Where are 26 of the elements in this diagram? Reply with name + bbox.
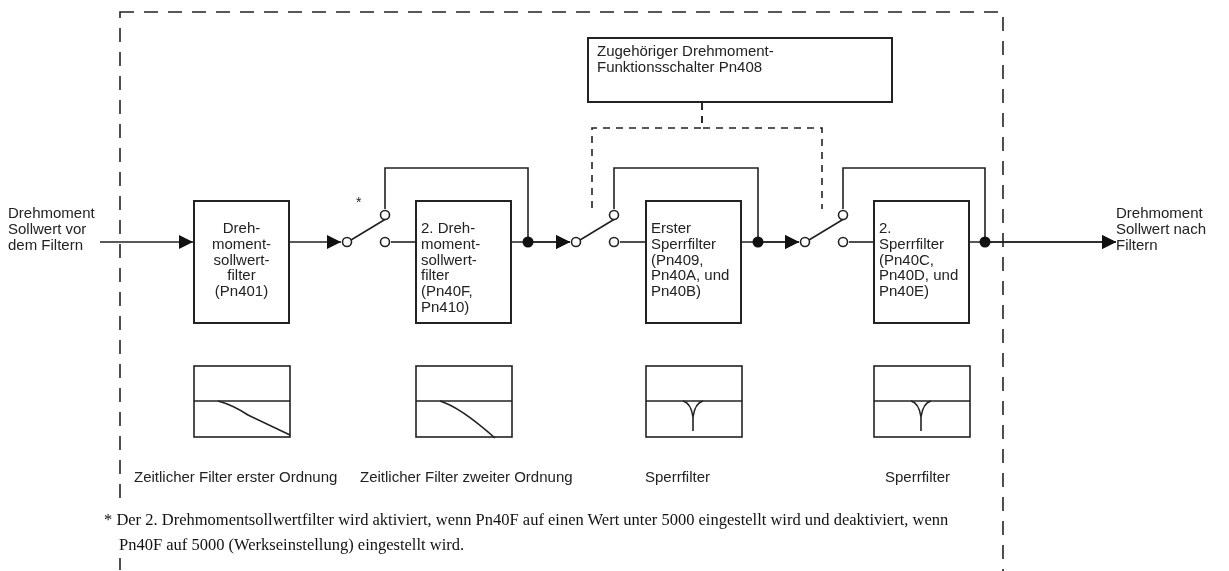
signal-arrow: [969, 235, 1117, 249]
signal-arrow: [99, 235, 194, 249]
box-text: Dreh- moment- sollwert- filter (Pn401): [210, 220, 273, 299]
signal-arrow: [741, 235, 800, 249]
footnote-mark: *: [356, 195, 362, 209]
box-text: 2. Dreh- moment- sollwert- filter (Pn40F, Pn410): [421, 220, 482, 315]
graph-caption: Zeitlicher Filter zweiter Ordnung: [360, 468, 573, 485]
box-text: 2. Sperrfilter (Pn40C, Pn40D, und Pn40E): [879, 220, 959, 299]
box-text: Zugehöriger Drehmoment- Funktionsschalter Pn408: [597, 43, 775, 75]
filter-box: [645, 200, 742, 324]
signal-label: Drehmoment Sollwert nach Filtern: [1116, 205, 1216, 253]
graph-caption: Zeitlicher Filter erster Ordnung: [134, 468, 338, 485]
graph-caption: Sperrfilter: [885, 468, 951, 485]
switch-symbol: [341, 209, 391, 248]
filter-box: [415, 200, 512, 324]
signal-arrow: [511, 235, 571, 249]
signal-label: Drehmoment Sollwert vor dem Filtern: [8, 205, 100, 253]
switch-symbol: [799, 209, 849, 248]
function-switch-box: [587, 37, 893, 103]
box-text: Erster Sperrfilter (Pn409, Pn40A, und Pn40B): [651, 220, 731, 299]
signal-arrow: [289, 235, 342, 249]
switch-symbol: [570, 209, 620, 248]
filter-box: [193, 200, 290, 324]
control-line: [701, 102, 823, 210]
graph-caption: Sperrfilter: [645, 468, 711, 485]
filter-box: [873, 200, 970, 324]
